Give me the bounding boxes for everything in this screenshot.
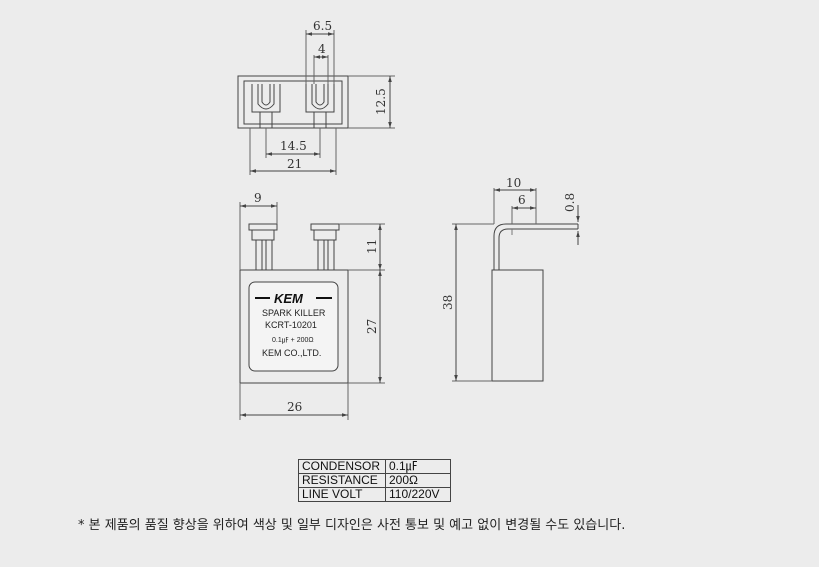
spec-row: RESISTANCE 200Ω	[298, 473, 451, 488]
dim-top-6-5: 6.5	[313, 19, 332, 33]
spec-value: 200Ω	[385, 473, 451, 488]
top-view-left-terminal	[251, 84, 281, 129]
dim-front-11: 11	[365, 239, 379, 254]
dim-side-0-8: 0.8	[563, 193, 577, 212]
spec-row: LINE VOLT 110/220V	[298, 487, 451, 502]
disclaimer-note: * 본 제품의 품질 향상을 위하여 색상 및 일부 디자인은 사전 통보 및 …	[78, 518, 626, 533]
dim-side-6: 6	[518, 193, 526, 207]
dim-top-14-5: 14.5	[280, 139, 307, 153]
dim-side-10: 10	[506, 176, 521, 190]
dim-top-4: 4	[318, 42, 326, 56]
side-view	[452, 188, 580, 382]
product-label	[248, 281, 339, 372]
label-line-4: KEM CO.,LTD.	[262, 348, 321, 358]
spec-key: CONDENSOR	[298, 459, 386, 474]
label-line-3: 0.1㎌ + 200Ω	[272, 336, 314, 345]
front-view-right-lead	[310, 223, 340, 271]
label-line-1: SPARK KILLER	[262, 308, 326, 318]
dim-front-27: 27	[365, 319, 379, 334]
front-view-left-lead	[248, 223, 278, 271]
front-view	[239, 202, 385, 420]
spec-table: CONDENSOR 0.1㎌ RESISTANCE 200Ω LINE VOLT…	[298, 459, 451, 502]
side-view-lead	[493, 223, 579, 270]
spec-value: 110/220V	[385, 487, 451, 502]
spec-row: CONDENSOR 0.1㎌	[298, 459, 451, 474]
spec-key: RESISTANCE	[298, 473, 386, 488]
dim-top-21: 21	[287, 157, 302, 171]
spec-value: 0.1㎌	[385, 459, 451, 474]
label-line-2: KCRT-10201	[265, 320, 317, 330]
spec-key: LINE VOLT	[298, 487, 386, 502]
dim-front-26: 26	[287, 400, 302, 414]
top-view	[237, 30, 395, 175]
top-view-right-terminal	[305, 84, 335, 129]
dim-side-38: 38	[441, 295, 455, 310]
label-brand: KEM	[274, 291, 304, 306]
dim-top-12-5: 12.5	[374, 88, 388, 115]
dim-front-9: 9	[254, 191, 262, 205]
